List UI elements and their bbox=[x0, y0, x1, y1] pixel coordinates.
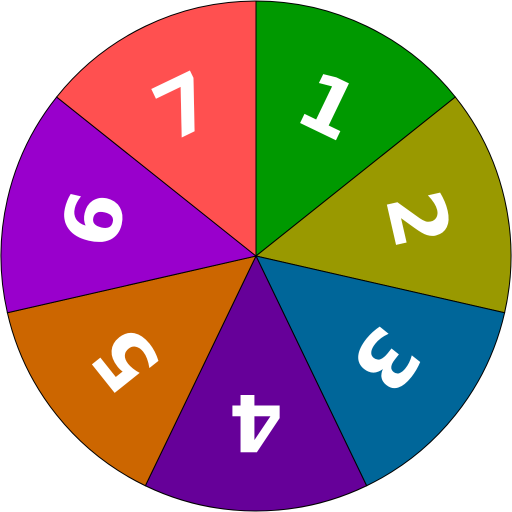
wheel-segment-2 bbox=[254, 96, 512, 314]
wheel-segment-label-4: 4 bbox=[229, 376, 283, 466]
wheel-segment-7 bbox=[55, 0, 257, 258]
wheel-segment-3 bbox=[255, 255, 506, 487]
wheel-segment-5 bbox=[6, 255, 257, 487]
wheel-segment-6 bbox=[0, 96, 258, 314]
wheel-segment-1 bbox=[255, 0, 457, 258]
wheel-segment-4 bbox=[144, 254, 368, 512]
